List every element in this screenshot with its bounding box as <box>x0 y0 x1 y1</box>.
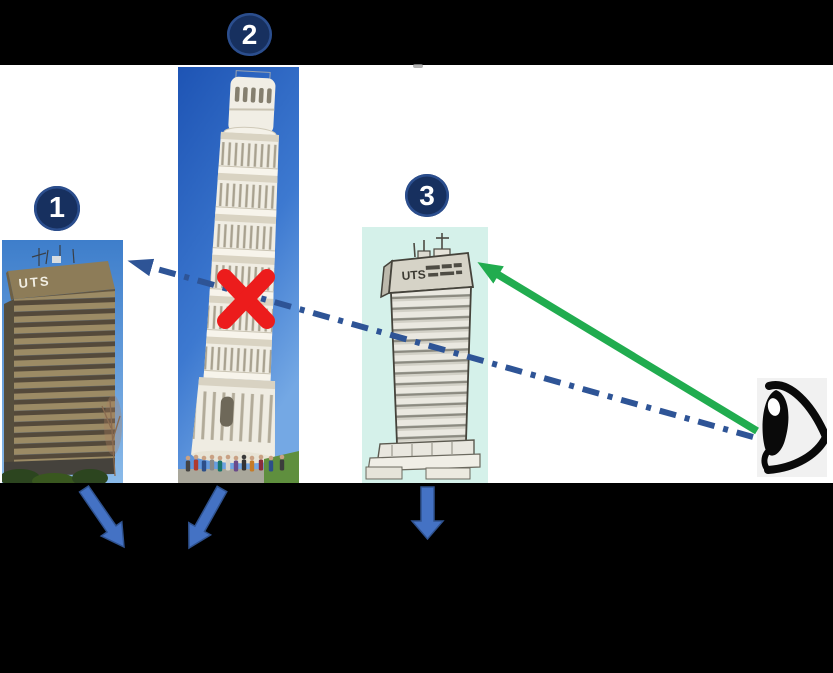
parapet <box>8 261 115 299</box>
tourists <box>185 454 285 472</box>
door <box>219 396 234 427</box>
red-x-icon <box>217 269 275 329</box>
badge-2: 2 <box>227 13 272 56</box>
down-arrow-right <box>410 486 445 541</box>
badge-1: 1 <box>34 186 80 231</box>
uts-tower-photo: UTS <box>2 240 123 483</box>
tower-front-face <box>14 291 115 466</box>
roof-equipment <box>52 256 61 263</box>
down-arrow-left <box>78 484 125 549</box>
uts-sketch-image: UTS <box>362 227 488 483</box>
tower-side-face <box>4 299 14 465</box>
cross-antenna-icon <box>413 233 449 258</box>
badge-3: 3 <box>405 174 449 217</box>
uts-sketch-sign: UTS <box>401 267 426 283</box>
bare-tree <box>104 395 122 455</box>
eye-patch <box>757 378 830 477</box>
scribble-text <box>425 262 463 277</box>
eye-highlight <box>767 398 781 416</box>
clear-sight-green-arrow <box>477 262 759 435</box>
uts-sign: UTS <box>18 273 51 291</box>
eye-icon <box>761 381 830 474</box>
text-artifact <box>413 64 423 68</box>
tree <box>2 469 40 483</box>
sketch-parapet <box>388 252 475 294</box>
pisa-tower-photo <box>178 67 299 483</box>
down-arrow-middle <box>188 485 228 550</box>
